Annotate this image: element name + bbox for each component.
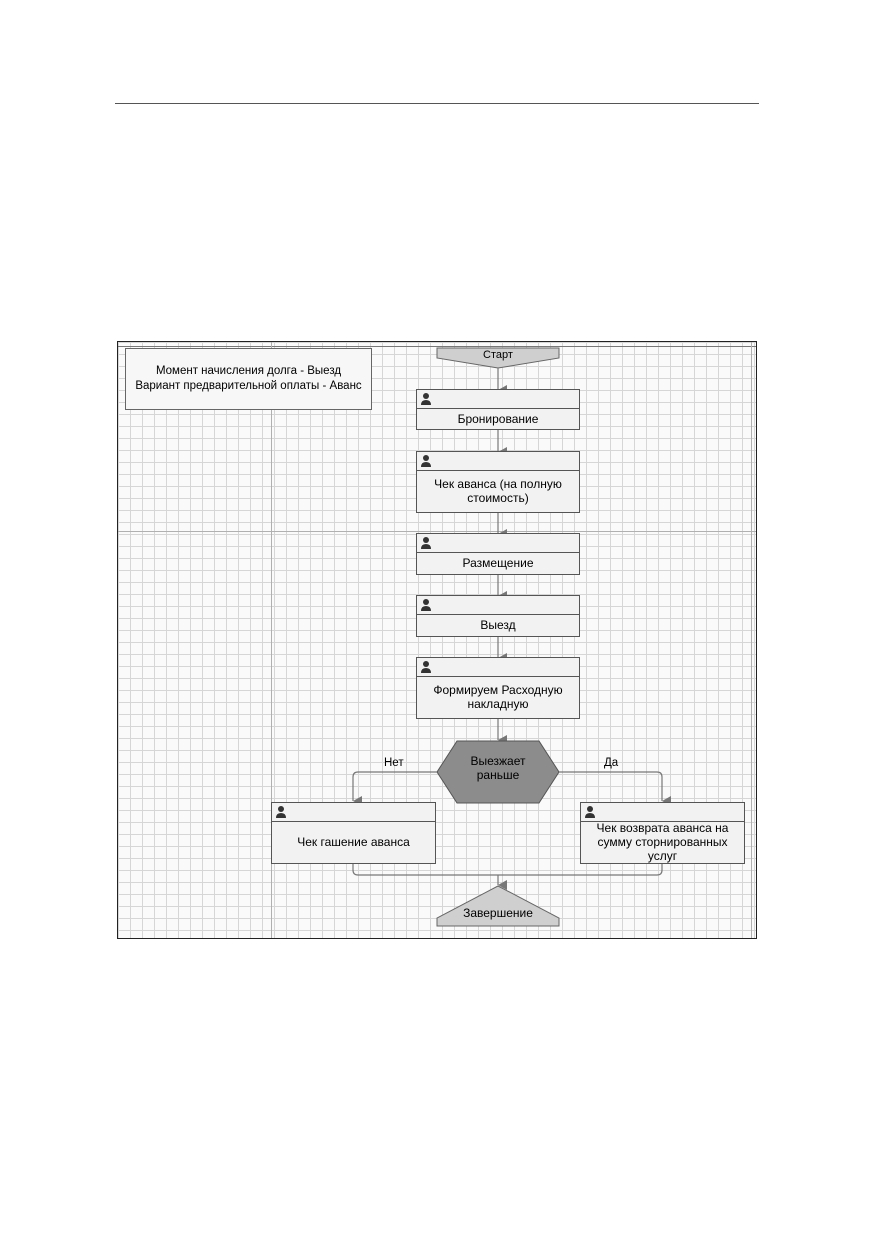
branch-no-label: Нет <box>384 757 404 769</box>
start-label: Старт <box>483 349 513 361</box>
user-icon <box>421 455 431 467</box>
user-icon <box>421 599 431 611</box>
task-booking[interactable]: Бронирование <box>416 389 580 430</box>
user-icon <box>421 537 431 549</box>
task-checkout[interactable]: Выезд <box>416 595 580 637</box>
user-icon <box>585 806 595 818</box>
end-label: Завершение <box>463 906 533 920</box>
task-placement-label: Размещение <box>462 556 534 570</box>
connector-no-branch <box>352 771 437 806</box>
task-invoice[interactable]: Формируем Расходную накладную <box>416 657 580 719</box>
end-terminal[interactable] <box>436 885 560 927</box>
swimlane-divider <box>271 342 272 938</box>
swimlane-divider-right <box>751 342 752 938</box>
decision-label: Выезжает раньше <box>470 754 526 782</box>
user-icon <box>421 661 431 673</box>
connectors-layer <box>352 347 671 927</box>
task-checkout-label: Выезд <box>480 618 516 632</box>
branch-yes-label: Да <box>604 757 619 769</box>
page-top-rule <box>115 103 759 104</box>
process-diagram-canvas: Момент начисления долга - Выезд Вариант … <box>117 341 757 939</box>
connector-yes-branch <box>559 771 671 806</box>
note-line-debt-moment: Момент начисления долга - Выезд <box>155 365 342 377</box>
user-icon <box>421 393 431 405</box>
task-advance-receipt-label: Чек аванса (на полную стоимость) <box>434 477 562 505</box>
task-placement[interactable]: Размещение <box>416 533 580 575</box>
task-invoice-label: Формируем Расходную накладную <box>433 683 563 711</box>
task-advance-offset-label: Чек гашение аванса <box>297 835 410 849</box>
task-advance-refund[interactable]: Чек возврата аванса на сумму сторнирован… <box>580 802 745 864</box>
grid-major-line <box>118 531 756 532</box>
start-terminal[interactable] <box>436 347 560 369</box>
task-advance-receipt[interactable]: Чек аванса (на полную стоимость) <box>416 451 580 513</box>
canvas-top-border <box>118 346 756 347</box>
user-icon <box>276 806 286 818</box>
task-advance-offset[interactable]: Чек гашение аванса <box>271 802 436 864</box>
note-line-prepayment: Вариант предварительной оплаты - Аванс <box>135 380 362 392</box>
process-parameters-note: Момент начисления долга - Выезд Вариант … <box>125 348 372 410</box>
connector-merge <box>352 864 663 876</box>
task-booking-label: Бронирование <box>457 411 539 426</box>
task-advance-refund-label: Чек возврата аванса на сумму сторнирован… <box>596 821 729 863</box>
